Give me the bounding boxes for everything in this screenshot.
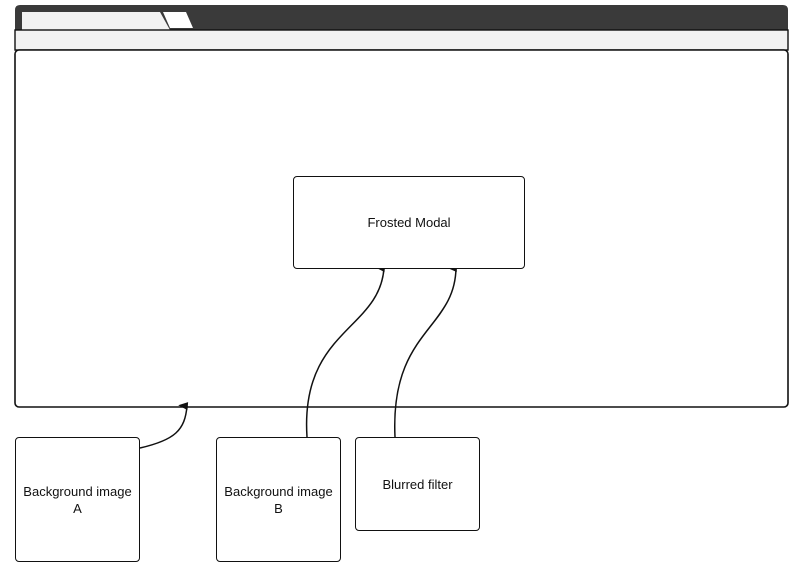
connector-background-b-to-modal [305, 264, 386, 438]
browser-tab [22, 12, 170, 30]
browser-toolbar [14, 29, 789, 51]
browser-tab-secondary [163, 12, 193, 28]
browser-title-bar [15, 5, 788, 30]
connector-filter-to-modal [394, 264, 457, 438]
frosted-modal-label: Frosted Modal [367, 215, 451, 230]
blurred-filter-node: Blurred filter [355, 437, 480, 531]
background-image-a-label: Background image A [23, 483, 132, 516]
connector-background-a-to-viewport [139, 402, 189, 449]
background-image-a-node: Background image A [15, 437, 140, 562]
blurred-filter-label: Blurred filter [382, 476, 453, 492]
background-image-b-node: Background image B [216, 437, 341, 562]
background-image-b-label: Background image B [224, 483, 333, 516]
frosted-modal-node: Frosted Modal [293, 176, 525, 269]
